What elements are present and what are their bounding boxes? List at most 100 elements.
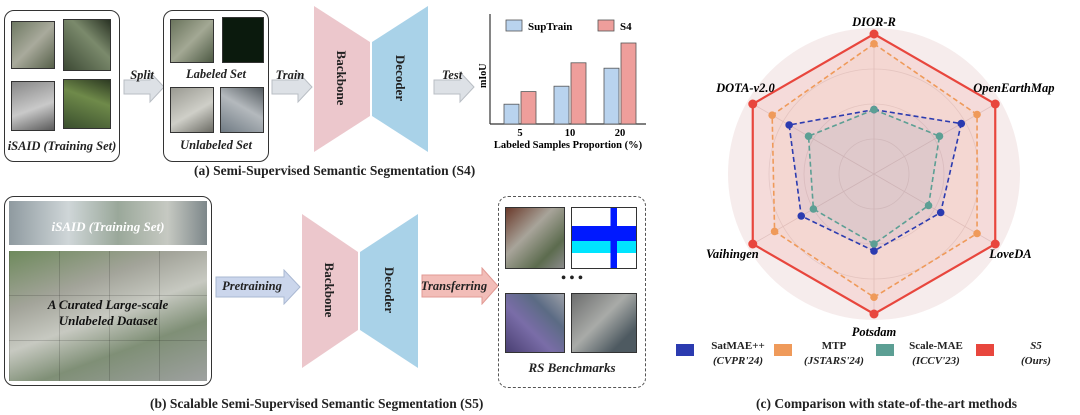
curated-dataset-box: iSAID (Training Set) A Curated Large-sca… xyxy=(4,196,212,386)
radar-point-scalemae xyxy=(809,205,818,213)
radar-axis-label: Vaihingen xyxy=(706,247,759,261)
benchmark-image xyxy=(571,293,637,353)
radar-point-s5 xyxy=(990,99,1000,109)
radar-axis-label: Potsdam xyxy=(852,325,897,339)
radar-point-mtp xyxy=(870,293,878,302)
radar-point-s5 xyxy=(990,239,1000,249)
radar-point-mtp xyxy=(768,111,776,119)
test-label: Test xyxy=(441,68,463,82)
radar-point-s5 xyxy=(748,239,758,249)
legend-venue-mtp: (JSTARS'24) xyxy=(804,355,864,367)
pretraining-label: Pretraining xyxy=(222,279,282,293)
radar-series-scalemae xyxy=(807,108,941,245)
training-set-label-b: iSAID (Training Set) xyxy=(51,219,165,234)
bar-s4-5 xyxy=(520,91,537,125)
legend-name-scalemae: Scale-MAE xyxy=(909,340,963,352)
radar-point-scalemae xyxy=(804,132,813,140)
bar-chart: SupTrain S4 mIoU 5 10 20 Labeled Samples P… xyxy=(478,14,646,151)
train-label: Train xyxy=(275,68,305,82)
bar-s4-10 xyxy=(570,62,587,125)
satellite-tile xyxy=(11,81,55,131)
radar-point-mtp xyxy=(973,110,981,119)
radar-point-mtp xyxy=(770,227,779,236)
bar-suptrain-20 xyxy=(603,67,620,125)
satellite-tile xyxy=(220,87,264,133)
legend-swatch-suptrain xyxy=(505,19,523,32)
radar-point-satmae xyxy=(785,121,793,129)
radar-point-scalemae xyxy=(870,105,878,114)
benchmark-image xyxy=(505,293,565,353)
labeled-set-label: Labeled Set xyxy=(185,67,247,81)
satellite-tile xyxy=(11,21,55,69)
radar-point-s5 xyxy=(869,29,879,39)
backbone-decoder-b xyxy=(302,214,418,368)
training-set-box-a: iSAID (Training Set) xyxy=(4,10,120,162)
transferring-arrow xyxy=(421,267,499,305)
radar-point-s5 xyxy=(869,309,879,319)
unlabeled-set-label: Unlabeled Set xyxy=(180,138,252,152)
benchmark-mask xyxy=(571,207,637,269)
curated-line-2: Unlabeled Dataset xyxy=(58,313,158,328)
legend-label-s4: S4 xyxy=(620,21,632,33)
radar-axis-label: DIOR-R xyxy=(851,15,896,29)
x-tick-label: 20 xyxy=(615,128,626,139)
radar-axis-label: OpenEarthMap xyxy=(973,81,1054,95)
radar-axis-label: DOTA-v2.0 xyxy=(715,81,775,95)
bar-suptrain-10 xyxy=(553,85,570,125)
radar-point-satmae xyxy=(936,208,945,217)
caption-a: (a) Semi-Supervised Semantic Segmentatio… xyxy=(194,163,476,178)
legend-swatch-mtp xyxy=(774,344,792,356)
benchmark-image xyxy=(505,207,565,269)
legend-swatch-s4 xyxy=(597,19,615,32)
ellipsis: • • • xyxy=(561,271,583,286)
backbone-label-a: Backbone xyxy=(334,50,349,106)
rs-benchmarks-label: RS Benchmarks xyxy=(528,360,616,375)
bar-s4-20 xyxy=(620,42,637,125)
x-tick-label: 10 xyxy=(565,128,576,139)
legend-label-suptrain: SupTrain xyxy=(528,21,572,33)
y-axis-label: mIoU xyxy=(478,64,489,88)
legend-swatch-scalemae xyxy=(876,344,894,356)
x-tick-label: 5 xyxy=(517,128,522,139)
decoder-label-b: Decoder xyxy=(382,266,397,314)
backbone-label-b: Backbone xyxy=(322,262,337,318)
radar-point-satmae xyxy=(957,119,966,128)
radar-point-satmae xyxy=(870,247,878,255)
satellite-tile xyxy=(170,19,214,63)
legend-venue-satmae: (CVPR'24) xyxy=(712,355,764,367)
legend-name-mtp: MTP xyxy=(821,340,847,352)
transferring-label: Transferring xyxy=(420,279,488,293)
radar-point-mtp xyxy=(973,229,981,238)
training-set-label: iSAID (Training Set) xyxy=(7,139,117,153)
aerial-mosaic xyxy=(9,251,207,381)
caption-c: (c) Comparison with state-of-the-art met… xyxy=(756,396,1017,411)
satellite-tile xyxy=(170,87,214,133)
x-axis-label: Labeled Samples Proportion (%) xyxy=(494,140,643,151)
mask-tile xyxy=(222,17,264,63)
radar-point-s5 xyxy=(748,99,758,109)
radar-point-mtp xyxy=(870,40,878,48)
bar-suptrain-5 xyxy=(503,103,520,125)
radar-legend: SatMAE++ (CVPR'24) MTP (JSTARS'24) Scale… xyxy=(676,340,1076,384)
legend-swatch-s5 xyxy=(976,344,994,356)
training-set-strip xyxy=(9,201,207,245)
radar-point-scalemae xyxy=(924,201,933,210)
test-arrow xyxy=(433,70,475,104)
legend-swatch-satmae xyxy=(676,344,694,356)
radar-axis-label: LoveDA xyxy=(988,247,1031,261)
satellite-tile xyxy=(63,79,111,129)
satellite-tile xyxy=(63,19,111,71)
curated-label: A Curated Large-scale Unlabeled Dataset xyxy=(5,297,211,329)
radar-point-scalemae xyxy=(935,132,944,140)
radar-point-satmae xyxy=(797,212,806,220)
legend-name-s5: S5 xyxy=(1030,340,1042,352)
split-arrow xyxy=(123,70,165,104)
split-label: Split xyxy=(130,68,154,82)
legend-venue-scalemae: (ICCV'23) xyxy=(912,355,960,367)
radar-point-scalemae xyxy=(870,240,878,248)
pretraining-arrow xyxy=(215,269,301,305)
curated-line-1: A Curated Large-scale xyxy=(47,297,169,312)
backbone-decoder-a xyxy=(314,6,428,152)
labeled-unlabeled-box: Labeled Set Unlabeled Set xyxy=(163,10,269,162)
